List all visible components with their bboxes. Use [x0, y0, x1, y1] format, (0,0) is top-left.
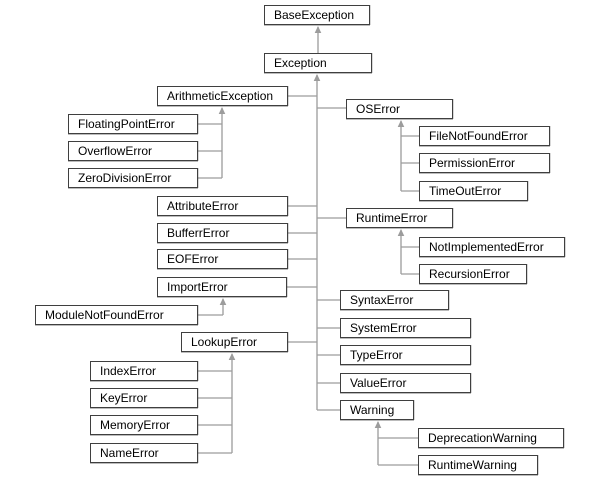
node-BufferrError: BufferrError: [157, 223, 288, 243]
node-label: Warning: [350, 403, 395, 417]
node-label: EOFError: [167, 252, 219, 266]
node-label: ModuleNotFoundError: [45, 308, 164, 322]
arrowhead-up-icon: [314, 26, 322, 33]
node-Warning: Warning: [340, 400, 414, 420]
node-label: NotImplementedError: [429, 240, 544, 254]
node-label: IndexError: [100, 364, 157, 378]
node-TypeError: TypeError: [340, 345, 471, 365]
node-label: ArithmeticException: [167, 89, 274, 103]
node-NameError: NameError: [90, 443, 198, 463]
arrowhead-up-icon: [313, 74, 321, 81]
node-KeyError: KeyError: [90, 388, 198, 408]
node-RuntimeError: RuntimeError: [346, 208, 453, 228]
node-label: DeprecationWarning: [428, 431, 537, 445]
node-label: BaseException: [274, 8, 355, 22]
node-label: SyntaxError: [350, 293, 414, 307]
node-ImportError: ImportError: [157, 277, 287, 297]
node-label: LookupError: [191, 335, 258, 349]
node-FloatingPointError: FloatingPointError: [68, 114, 198, 134]
node-ZeroDivisionError: ZeroDivisionError: [68, 168, 198, 188]
node-label: NameError: [100, 446, 159, 460]
node-label: RuntimeError: [356, 211, 428, 225]
node-label: KeyError: [100, 391, 148, 405]
node-DeprecationWarning: DeprecationWarning: [418, 428, 564, 448]
node-SyntaxError: SyntaxError: [340, 290, 449, 310]
node-BaseException: BaseException: [264, 5, 370, 25]
node-label: RuntimeWarning: [428, 458, 517, 472]
node-label: SystemError: [350, 321, 417, 335]
node-label: ImportError: [167, 280, 228, 294]
node-label: ZeroDivisionError: [78, 171, 172, 185]
node-PermissionError: PermissionError: [419, 153, 550, 173]
node-label: OverflowError: [78, 144, 153, 158]
node-SystemError: SystemError: [340, 318, 471, 338]
node-ArithmeticException: ArithmeticException: [157, 86, 288, 106]
node-EOFError: EOFError: [157, 249, 288, 269]
arrowhead-up-icon: [228, 353, 236, 360]
arrowhead-up-icon: [219, 298, 227, 305]
node-label: BufferrError: [167, 226, 230, 240]
node-label: PermissionError: [429, 156, 516, 170]
node-AttributeError: AttributeError: [157, 196, 288, 216]
node-label: MemoryError: [100, 418, 171, 432]
node-label: RecursionError: [429, 267, 510, 281]
node-OverflowError: OverflowError: [68, 141, 198, 161]
node-RuntimeWarning: RuntimeWarning: [418, 455, 538, 475]
node-RecursionError: RecursionError: [419, 264, 527, 284]
arrowhead-up-icon: [374, 421, 382, 428]
node-ValueError: ValueError: [340, 373, 471, 393]
node-Exception: Exception: [264, 53, 372, 73]
node-OSError: OSError: [346, 99, 453, 119]
node-MemoryError: MemoryError: [90, 415, 198, 435]
node-label: OSError: [356, 102, 401, 116]
node-ModuleNotFoundError: ModuleNotFoundError: [35, 305, 198, 325]
node-label: TypeError: [350, 348, 403, 362]
node-IndexError: IndexError: [90, 361, 198, 381]
arrowhead-up-icon: [397, 120, 405, 127]
node-NotImplementedError: NotImplementedError: [419, 237, 565, 257]
node-label: FloatingPointError: [78, 117, 175, 131]
arrowhead-up-icon: [397, 229, 405, 236]
node-label: FileNotFoundError: [429, 129, 528, 143]
node-label: TimeOutError: [429, 184, 502, 198]
node-label: AttributeError: [167, 199, 239, 213]
node-label: ValueError: [350, 376, 407, 390]
node-LookupError: LookupError: [181, 332, 288, 352]
node-label: Exception: [274, 56, 327, 70]
node-TimeOutError: TimeOutError: [419, 181, 528, 201]
node-FileNotFoundError: FileNotFoundError: [419, 126, 550, 146]
arrowhead-up-icon: [218, 107, 226, 114]
